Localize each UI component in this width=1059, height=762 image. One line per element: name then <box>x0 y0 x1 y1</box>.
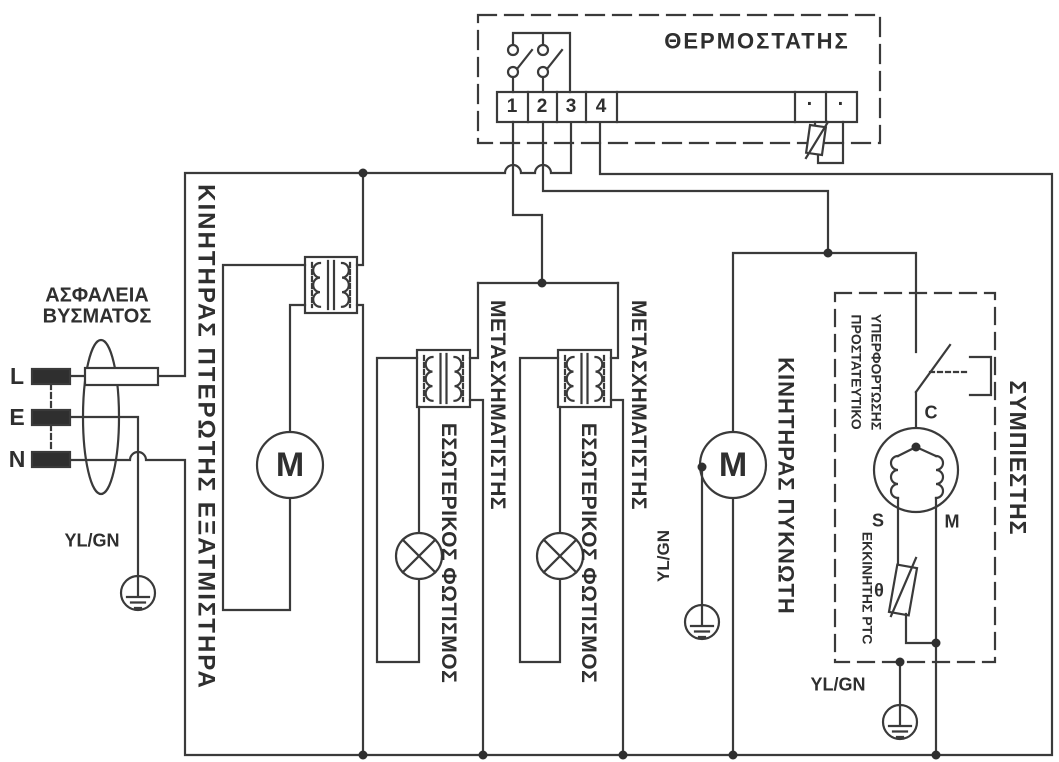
neutral-rail-wire <box>68 120 1054 757</box>
junction-dot <box>823 248 833 258</box>
transformer1-label: ΜΕΤΑΣΧΗΜΑΤΙΣΤΗΣ <box>486 300 510 510</box>
compressor-terminal-s: S <box>871 510 885 531</box>
overload-label-line2: ΥΠΕΡΦΟΡΤΩΣΗΣ <box>868 313 885 431</box>
start-winding-coil <box>889 454 900 500</box>
junction-dots <box>358 168 941 760</box>
thermostat-switch-wires <box>511 31 572 94</box>
compressor-label: ΣΥΜΠΙΕΣΤΗΣ <box>1005 380 1032 536</box>
sensor-element-diagonal <box>804 120 830 160</box>
ground-icon <box>881 703 919 741</box>
terminal-4-label: 4 <box>595 96 607 118</box>
overload-heater-bracket <box>968 355 993 397</box>
transformer-symbol <box>556 348 613 409</box>
junction-dot <box>697 462 707 472</box>
pin-live-label: L <box>9 362 25 389</box>
condenser-ground-label: YL/GN <box>654 530 674 582</box>
junction-dot <box>358 750 368 760</box>
plug-pin-live <box>30 367 72 386</box>
junction-dot <box>537 278 547 288</box>
thermostat-switch-arms <box>515 48 564 71</box>
ptc-return-wire <box>904 612 938 645</box>
ground-icon <box>119 574 157 612</box>
lamp-icon <box>535 531 585 581</box>
live-rail-wire <box>156 120 573 378</box>
terminal-2-label: 2 <box>536 96 548 118</box>
compressor-box <box>833 291 997 664</box>
transformer2-label: ΜΕΤΑΣΧΗΜΑΤΙΣΤΗΣ <box>627 300 651 510</box>
junction-dot <box>931 638 941 648</box>
plug-fuse-label-line1: ΑΣΦΑΛΕΙΑ <box>45 284 149 307</box>
compressor-ground-label: YL/GN <box>810 674 866 695</box>
thermostat-title: ΘΕΡΜΟΣΤΑΤΗΣ <box>664 28 850 54</box>
t2-primary-wires <box>609 281 625 757</box>
condenser-motor-label: ΚΙΝΗΤΗΡΑΣ ΠΥΚΝΩΤΗ <box>773 357 799 615</box>
pin-neutral-label: N <box>8 445 26 472</box>
transformer-symbol <box>415 348 472 409</box>
plug-outline <box>81 338 121 496</box>
thermostat-box <box>476 13 882 145</box>
junction-dot <box>895 657 905 667</box>
condenser-motor-letter: M <box>718 446 748 485</box>
overload-label-line1: ΠΡΟΣΤΑΤΕΥΤΙΚΟ <box>848 314 865 430</box>
ptc-diagonal <box>889 556 918 618</box>
fan-motor-letter: M <box>275 446 305 485</box>
terminal-1-label: 1 <box>506 96 518 118</box>
fuse-symbol <box>83 366 160 387</box>
light1-label: ΕΣΩΤΕΡΙΚΟΣ ΦΩΤΙΣΜΟΣ <box>437 422 461 684</box>
overload-switch-arm <box>914 343 952 394</box>
t2-secondary-wires <box>518 356 562 664</box>
terminal2-wire <box>541 120 830 255</box>
lamp-icon <box>394 531 444 581</box>
t1-secondary-wires <box>375 356 421 664</box>
aux-terminal-label: · <box>837 93 845 116</box>
light2-label: ΕΣΩΤΕΡΙΚΟΣ ΦΩΤΙΣΜΟΣ <box>577 422 601 684</box>
compressor-terminal-m: M <box>944 511 960 532</box>
thermistor-label: θ <box>874 580 884 601</box>
compressor-terminal-c: C <box>924 402 938 423</box>
switch-contact <box>536 65 550 79</box>
ground-wire-label: YL/GN <box>64 530 120 551</box>
switch-contact <box>506 43 520 57</box>
plug-pin-neutral <box>30 450 72 469</box>
terminal-strip-dividers <box>526 90 828 124</box>
t1-primary-wires <box>468 281 485 757</box>
ptc-starter-label: ΕΚΚΙΝΗΤΗΣ PTC <box>859 531 876 645</box>
aux-terminal-label: · <box>806 93 814 116</box>
earth-wire <box>68 415 140 578</box>
transformer-symbol <box>303 255 359 315</box>
switch-contact <box>506 65 520 79</box>
terminal-3-label: 3 <box>565 96 577 118</box>
junction-dot <box>618 750 628 760</box>
terminal1-wire <box>511 120 544 285</box>
switch-contact <box>536 43 550 57</box>
junction-dot <box>358 168 368 178</box>
ground-icon <box>683 603 721 641</box>
terminal-strip <box>495 90 859 124</box>
plug-pin-earth <box>30 408 72 427</box>
fan-secondary-wires <box>221 263 307 612</box>
junction-dot <box>931 750 941 760</box>
junction-dot <box>911 442 921 452</box>
motor-symbol <box>255 430 325 500</box>
main-winding-coil <box>934 454 945 500</box>
junction-dot <box>478 750 488 760</box>
pin-earth-label: E <box>9 403 25 430</box>
compressor-motor-symbol <box>872 426 960 514</box>
evaporator-fan-label: ΚΙΝΗΤΗΡΑΣ ΠΤΕΡΩΤΗΣ ΕΞΑΤΜΙΣΤΗΡΑ <box>192 184 220 690</box>
junction-dot <box>728 750 738 760</box>
plug-fuse-label-line2: ΒΥΣΜΑΤΟΣ <box>42 305 152 328</box>
fan-primary-wires <box>355 171 365 757</box>
